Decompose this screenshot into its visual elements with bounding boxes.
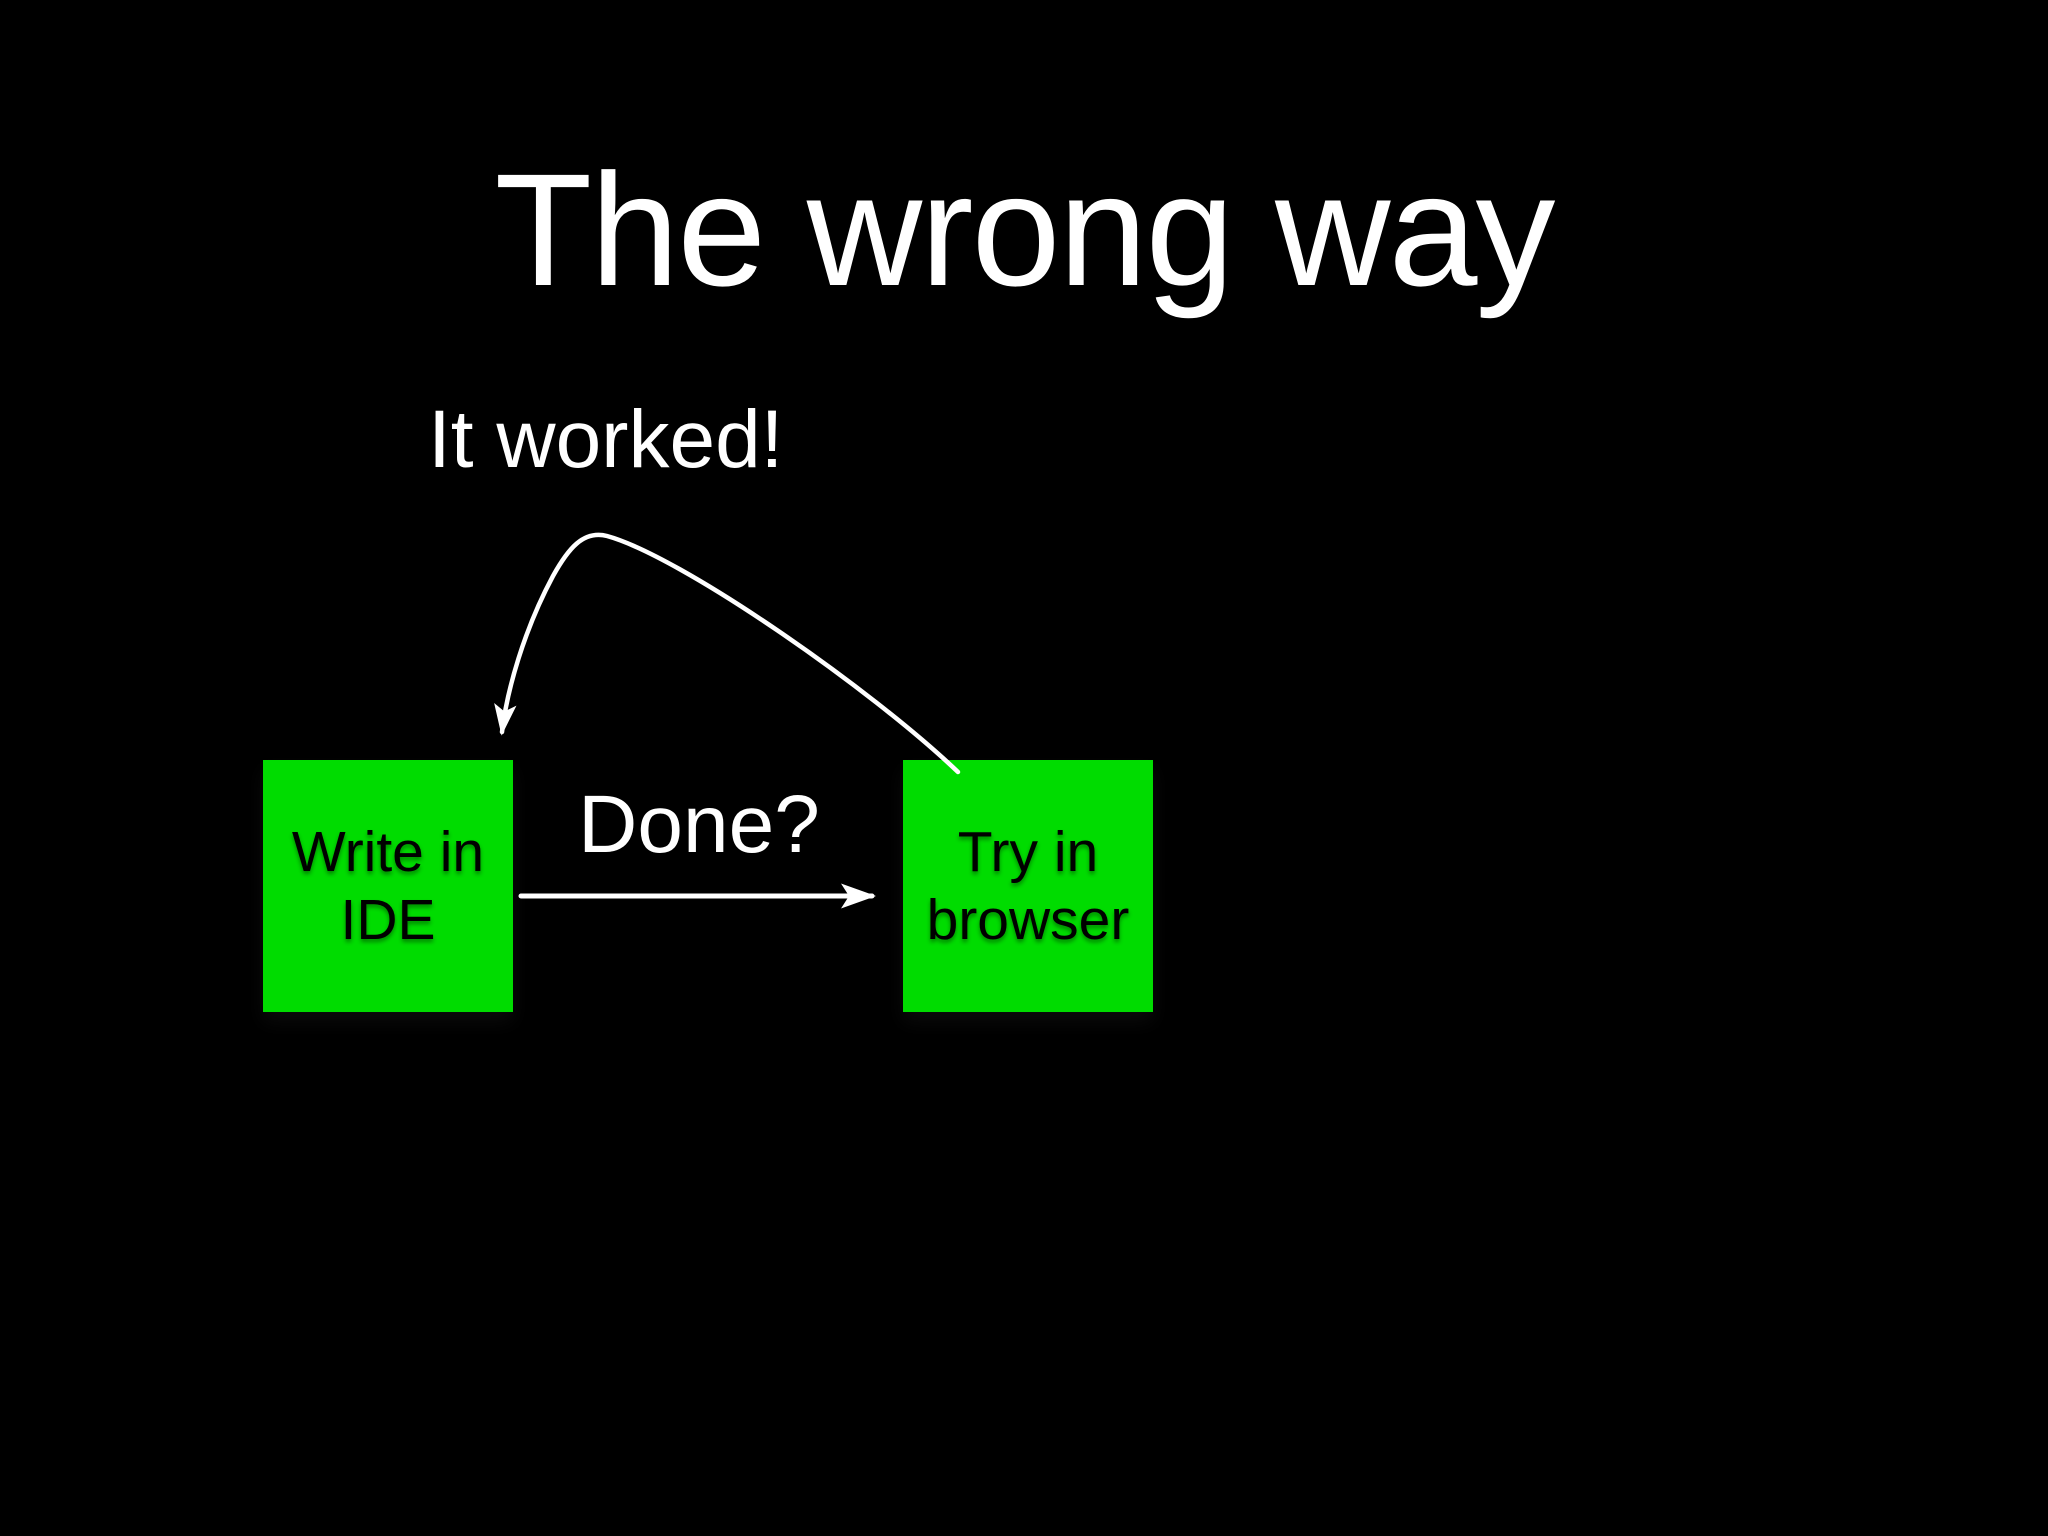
node-write-in-ide-label-line2: IDE [340,888,436,952]
it-worked-loop-arrow [494,532,961,775]
node-write-in-ide: Write in IDE [263,760,513,1012]
node-try-in-browser-label-line2: browser [926,888,1130,952]
slide-title: The wrong way [494,140,1556,319]
edge-label-it-worked: It worked! [428,394,784,485]
edge-label-done: Done? [578,779,820,870]
node-write-in-ide-label-line1: Write in [291,820,485,884]
node-try-in-browser-label-line1: Try in [957,820,1099,884]
node-try-in-browser: Try in browser [903,760,1153,1012]
